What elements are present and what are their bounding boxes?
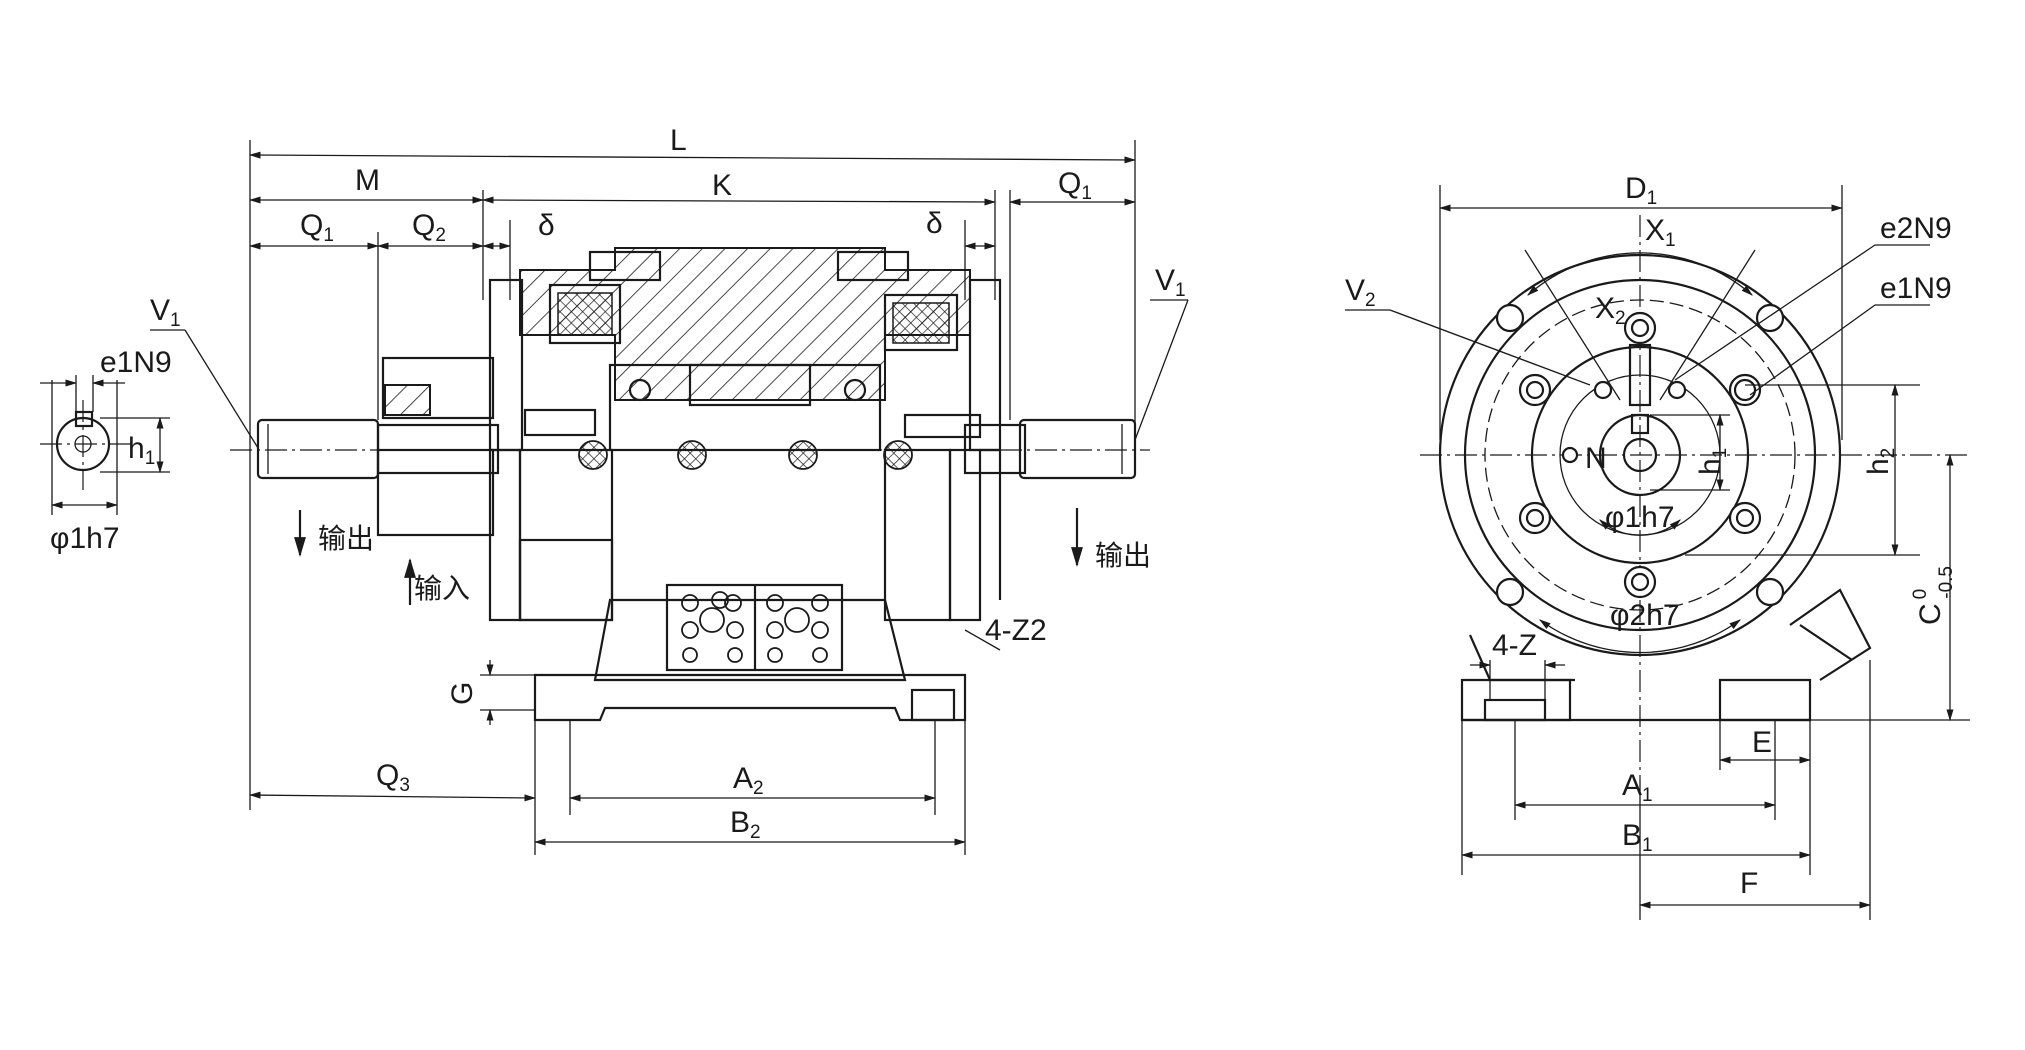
dim-Q3: Q3	[376, 759, 410, 796]
dim-B1: B1	[1622, 819, 1653, 856]
dim-F: F	[1740, 867, 1758, 900]
side-view	[150, 140, 1189, 855]
dim-M: M	[355, 164, 380, 197]
label-phi2h7: φ2h7	[1610, 599, 1680, 632]
label-V1-left: V1	[150, 294, 181, 331]
end-keyway-label: e1N9	[100, 346, 172, 379]
end-h1-label: h1	[128, 432, 155, 469]
dim-L: L	[670, 124, 687, 157]
front-view	[1345, 185, 1970, 920]
dim-X2: X2	[1595, 292, 1626, 329]
dim-X1: X1	[1645, 214, 1676, 251]
shaft-end-view	[40, 375, 170, 515]
dim-delta-left: δ	[538, 209, 555, 242]
dim-K: K	[712, 169, 732, 202]
dim-E: E	[1752, 726, 1772, 759]
label-e1N9: e1N9	[1880, 272, 1952, 305]
label-e2N9: e2N9	[1880, 212, 1952, 245]
end-diameter-label: φ1h7	[50, 522, 120, 555]
dim-Q1-left: Q1	[300, 209, 334, 246]
dim-B2: B2	[730, 806, 761, 843]
label-output-right: 输出	[1095, 539, 1151, 572]
dim-h2: h2	[1862, 448, 1899, 475]
label-output-left: 输出	[318, 522, 374, 555]
label-input: 输入	[414, 572, 470, 605]
label-4-Z: 4-Z	[1492, 629, 1537, 662]
dim-Q2: Q2	[412, 209, 446, 246]
label-V1-right: V1	[1155, 264, 1186, 301]
label-V2: V2	[1345, 274, 1376, 311]
dim-delta-right: δ	[926, 207, 943, 240]
dim-C: C0-0.5	[1910, 566, 1957, 625]
dim-A2: A2	[733, 762, 764, 799]
dim-D1: D1	[1625, 172, 1657, 209]
dim-Q1-right: Q1	[1058, 167, 1092, 204]
label-N: N	[1585, 442, 1607, 475]
dim-h1: h1	[1694, 448, 1731, 475]
label-4-Z2: 4-Z2	[985, 614, 1047, 647]
dim-A1: A1	[1622, 769, 1653, 806]
dim-G: G	[446, 682, 479, 705]
label-phi1h7: φ1h7	[1605, 501, 1675, 534]
